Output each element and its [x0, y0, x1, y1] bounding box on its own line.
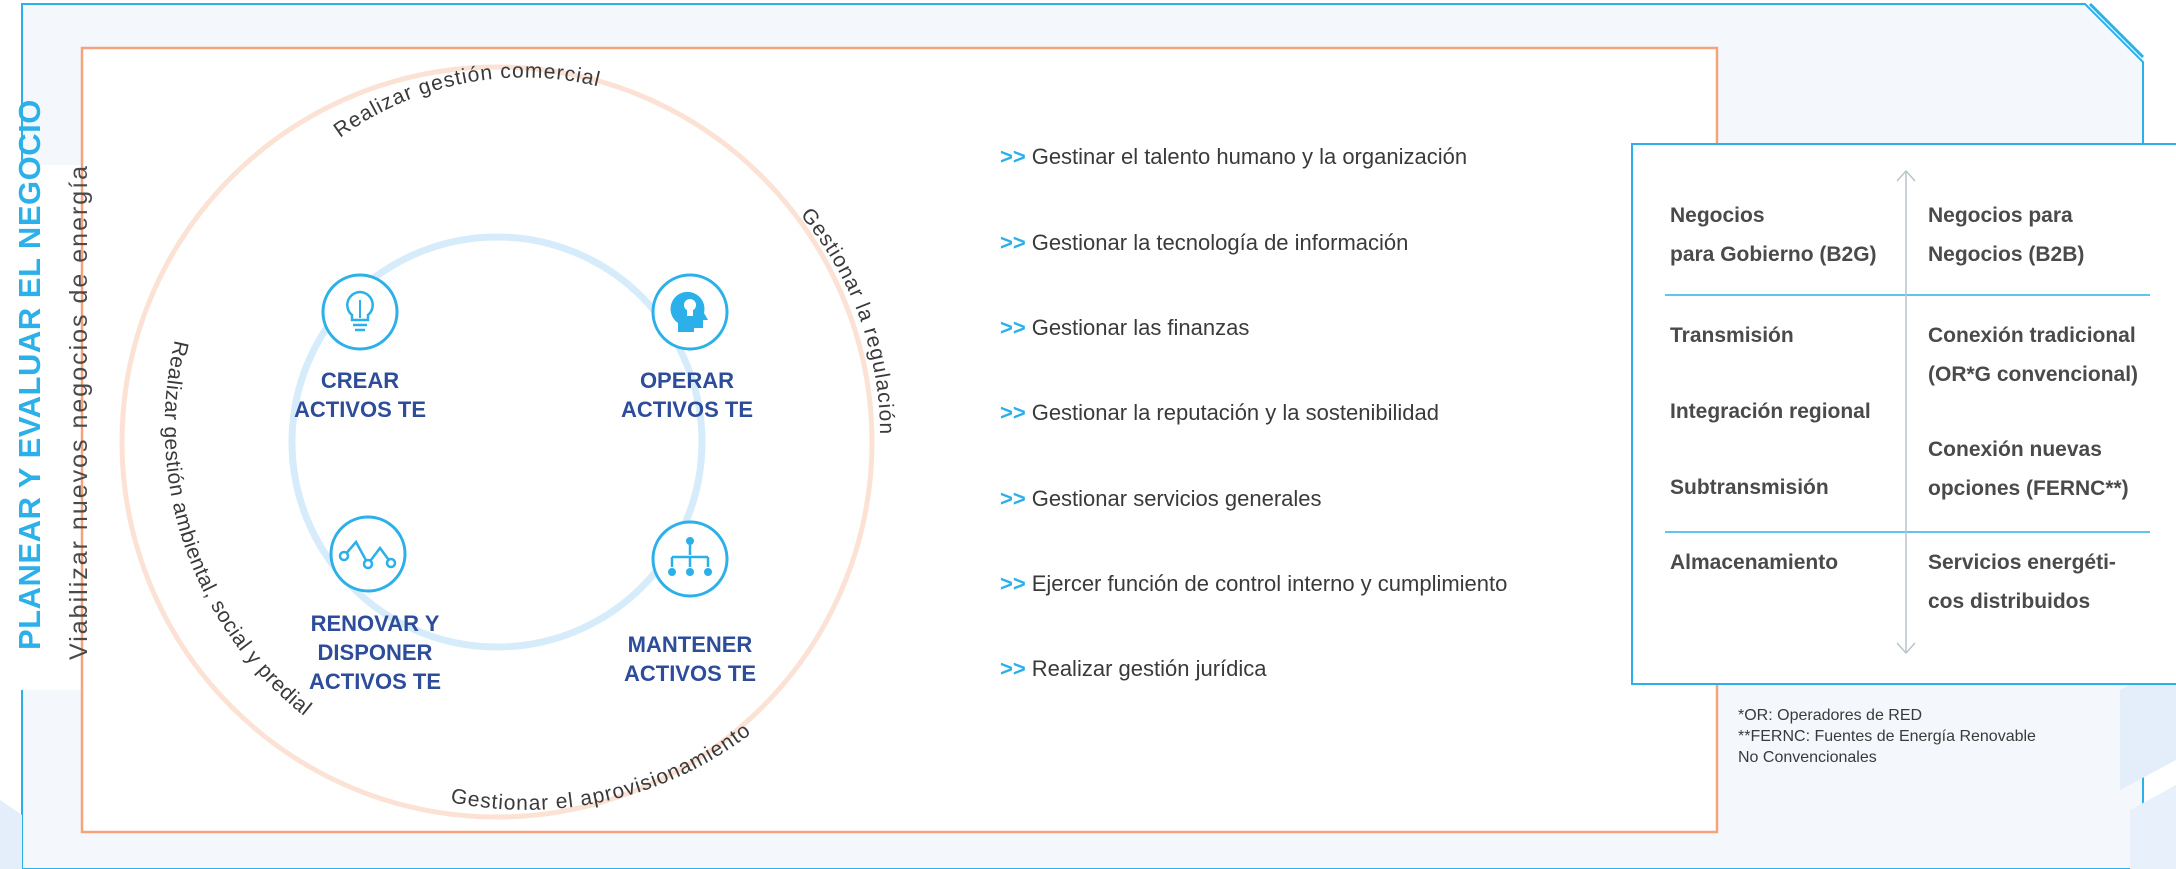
- process-prefix: >>: [1000, 486, 1026, 511]
- process-item: >>Gestinar el talento humano y la organi…: [1000, 144, 1467, 170]
- table-cell-line: cos distribuidos: [1928, 590, 2091, 613]
- process-label: Gestionar la tecnología de información: [1031, 230, 1409, 255]
- activity-label: CREAR: [320, 368, 400, 393]
- process-prefix: >>: [1000, 144, 1026, 169]
- table-header-line: Negocios: [1670, 204, 1765, 227]
- activity-label: DISPONER: [317, 640, 433, 665]
- process-item: >>Gestionar la tecnología de información: [1000, 230, 1408, 256]
- table-header-line: Negocios (B2B): [1928, 243, 2085, 266]
- footnote: **FERNC: Fuentes de Energía Renovable: [1738, 728, 2036, 745]
- table-cell-b2g: Subtransmisión: [1670, 476, 1829, 499]
- footnote: *OR: Operadores de RED: [1738, 707, 1923, 724]
- process-label: Ejercer función de control interno y cum…: [1031, 571, 1508, 596]
- arrow-up-icon: [1896, 169, 1916, 182]
- arrow-down-icon: [1896, 642, 1916, 655]
- table-cell-b2b: Servicios energéti- cos distribuidos: [1928, 543, 2116, 621]
- table-cell-line: (OR*G convencional): [1928, 363, 2139, 386]
- activity-label: ACTIVOS TE: [623, 661, 756, 686]
- footnotes: *OR: Operadores de RED **FERNC: Fuentes …: [1738, 705, 2036, 768]
- process-prefix: >>: [1000, 315, 1026, 340]
- process-prefix: >>: [1000, 400, 1026, 425]
- process-label: Gestionar la reputación y la sostenibili…: [1031, 400, 1439, 425]
- table-cell-b2b: Conexión tradicional (OR*G convencional): [1928, 316, 2138, 394]
- inner-ring: [288, 233, 706, 651]
- activity-operate: OPERAR ACTIVOS TE: [607, 366, 767, 424]
- activity-label: ACTIVOS TE: [308, 669, 441, 694]
- activity-renew: RENOVAR Y DISPONER ACTIVOS TE: [285, 609, 465, 696]
- table-cell-line: Servicios energéti-: [1928, 551, 2116, 574]
- activity-label: RENOVAR Y: [310, 611, 440, 636]
- table-cell-b2b: Conexión nuevas opciones (FERNC**): [1928, 430, 2129, 508]
- activity-maintain: MANTENER ACTIVOS TE: [610, 630, 770, 688]
- process-label: Gestionar servicios generales: [1031, 486, 1322, 511]
- activity-label: ACTIVOS TE: [293, 397, 426, 422]
- activity-create: CREAR ACTIVOS TE: [280, 366, 440, 424]
- table-cell-line: Conexión nuevas: [1928, 438, 2102, 461]
- side-subtitle: Viabilizar nuevos negocios de energía: [65, 163, 93, 660]
- footnote: No Convencionales: [1738, 749, 1877, 766]
- activity-label: OPERAR: [639, 368, 735, 393]
- chevron-decoration: [2130, 785, 2176, 869]
- orange-frame: [80, 46, 1719, 834]
- table-cell-b2g: Transmisión: [1670, 324, 1794, 347]
- lightbulb-icon: [321, 273, 399, 351]
- table-header-b2b: Negocios para Negocios (B2B): [1928, 196, 2084, 274]
- table-cell-b2g: Integración regional: [1670, 400, 1871, 423]
- side-title: PLANEAR Y EVALUAR EL NEGOCIO: [12, 99, 47, 650]
- table-header-line: Negocios para: [1928, 204, 2073, 227]
- activity-label: ACTIVOS TE: [620, 397, 753, 422]
- table-header-line: para Gobierno (B2G): [1670, 243, 1877, 266]
- business-table-box: [1631, 143, 2176, 685]
- process-item: >>Gestionar la reputación y la sostenibi…: [1000, 400, 1439, 426]
- process-label: Realizar gestión jurídica: [1031, 656, 1267, 681]
- process-prefix: >>: [1000, 656, 1026, 681]
- process-prefix: >>: [1000, 230, 1026, 255]
- outer-ring: [119, 64, 875, 820]
- table-cell-line: opciones (FERNC**): [1928, 477, 2129, 500]
- hierarchy-icon: [651, 520, 729, 598]
- process-item: >>Gestionar las finanzas: [1000, 315, 1249, 341]
- process-item: >>Gestionar servicios generales: [1000, 486, 1322, 512]
- process-label: Gestionar las finanzas: [1031, 315, 1250, 340]
- chevron-decoration: [0, 800, 22, 869]
- corner-accent: [2088, 2, 2145, 59]
- head-idea-icon: [651, 273, 729, 351]
- table-cell-b2g: Almacenamiento: [1670, 551, 1839, 574]
- chevron-decoration: [2120, 660, 2176, 790]
- activity-label: MANTENER: [627, 632, 753, 657]
- trend-line-icon: [329, 515, 407, 593]
- process-prefix: >>: [1000, 571, 1026, 596]
- process-item: >>Realizar gestión jurídica: [1000, 656, 1266, 682]
- process-label: Gestinar el talento humano y la organiza…: [1031, 144, 1468, 169]
- table-cell-line: Conexión tradicional: [1928, 324, 2136, 347]
- table-header-b2g: Negocios para Gobierno (B2G): [1670, 196, 1877, 274]
- process-item: >>Ejercer función de control interno y c…: [1000, 571, 1507, 597]
